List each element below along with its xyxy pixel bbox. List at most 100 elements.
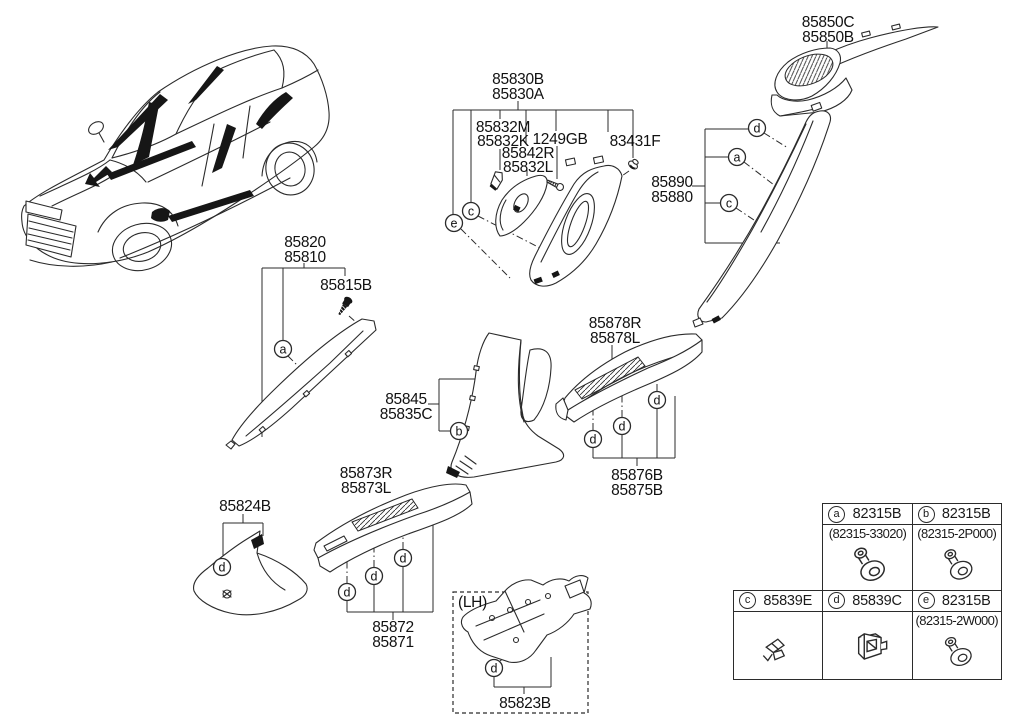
label-85824B[interactable]: 85824B: [219, 498, 271, 515]
push-clip-icon: [944, 548, 973, 580]
legend-code-e: 82315B: [941, 592, 991, 609]
label-85890-85880[interactable]: 85890 85880: [651, 174, 694, 206]
label-1249GB[interactable]: 1249GB: [532, 131, 587, 148]
label-85845-85835C[interactable]: 85845 85835C: [380, 391, 433, 423]
legend-code-a: 82315B: [852, 506, 902, 522]
svg-text:85845: 85845: [385, 391, 427, 408]
svg-text:85832K: 85832K: [477, 133, 530, 150]
svg-text:85850B: 85850B: [802, 29, 854, 46]
callout-d-cowl[interactable]: d: [212, 557, 232, 577]
legend-letter-e: e: [917, 592, 935, 609]
callout-d-front-3[interactable]: d: [393, 548, 413, 568]
car-a-pillar-trim-highlight: [108, 94, 168, 150]
svg-text:85876B: 85876B: [611, 467, 663, 484]
svg-text:85830A: 85830A: [492, 86, 545, 103]
label-83431F[interactable]: 83431F: [610, 133, 661, 150]
trim-clip-icon: [763, 638, 786, 662]
legend-cell-e[interactable]: e 82315B (82315-2W000): [911, 589, 1002, 680]
part-c-pillar-garnish: [770, 23, 939, 117]
callout-d-rear-1[interactable]: d: [583, 429, 603, 449]
svg-text:85873R: 85873R: [340, 465, 393, 482]
label-85832M-85832K[interactable]: 85832M 85832K: [476, 119, 531, 150]
part-b-pillar-lower-trim: [446, 332, 565, 478]
legend-letter-a: a: [828, 505, 845, 523]
part-c-pillar-lower-trim: [692, 101, 832, 328]
svg-text:85835C: 85835C: [380, 406, 433, 423]
legend-code-b: 82315B: [941, 506, 991, 522]
label-85850C-85850B[interactable]: 85850C 85850B: [802, 14, 855, 46]
svg-text:d: d: [754, 122, 761, 136]
legend-sub-e: (82315-2W000): [915, 612, 999, 628]
svg-text:(LH): (LH): [458, 594, 487, 611]
svg-text:c: c: [468, 205, 474, 219]
callout-a-2[interactable]: a: [727, 147, 747, 167]
svg-text:85820: 85820: [284, 234, 326, 251]
label-85823B[interactable]: 85823B: [499, 695, 551, 712]
label-85830B-85830A[interactable]: 85830B 85830A: [492, 71, 545, 103]
part-b-pillar-upper-trim: [489, 155, 639, 287]
svg-text:85875B: 85875B: [611, 482, 663, 499]
legend-letter-d: d: [828, 592, 845, 609]
svg-text:85824B: 85824B: [219, 498, 271, 515]
svg-text:d: d: [344, 586, 351, 600]
label-85815B[interactable]: 85815B: [320, 277, 372, 294]
callout-c-2[interactable]: c: [719, 193, 739, 213]
svg-text:d: d: [400, 552, 407, 566]
svg-text:e: e: [451, 217, 458, 231]
callout-d-rear-2[interactable]: d: [612, 416, 632, 436]
bracket-lines: [222, 41, 828, 694]
callout-c-1[interactable]: c: [461, 201, 481, 221]
part-labels: 85820 85810 85815B 85830B 85830A 85832M …: [219, 14, 854, 712]
part-front-scuff-plate: [313, 483, 473, 573]
svg-text:85810: 85810: [284, 249, 326, 266]
svg-text:d: d: [491, 662, 498, 676]
car-illustration: [21, 45, 330, 272]
callout-d-front-2[interactable]: d: [364, 566, 384, 586]
lh-box-border: [452, 591, 589, 714]
label-85820-85810[interactable]: 85820 85810: [284, 234, 327, 266]
callout-d-front-1[interactable]: d: [337, 582, 357, 602]
part-mounting-bracket-lh: [452, 575, 592, 714]
legend-cell-c[interactable]: c 85839E: [733, 589, 824, 680]
car-direction-arrow: [85, 166, 112, 187]
label-85872-85871[interactable]: 85872 85871: [372, 619, 414, 651]
svg-text:1249GB: 1249GB: [532, 131, 587, 148]
callout-b-1[interactable]: b: [449, 421, 469, 441]
svg-text:85871: 85871: [372, 634, 414, 651]
label-85876B-85875B[interactable]: 85876B 85875B: [611, 467, 663, 499]
part-a-pillar-trim: [225, 318, 377, 450]
callout-a-1[interactable]: a: [273, 339, 293, 359]
svg-text:85832M: 85832M: [476, 119, 530, 136]
label-lh-marker: (LH): [458, 594, 487, 611]
svg-text:85842R: 85842R: [502, 145, 555, 162]
callout-d-rear-3[interactable]: d: [647, 390, 667, 410]
svg-text:85873L: 85873L: [341, 480, 392, 497]
svg-text:b: b: [456, 425, 463, 439]
label-85878R-85878L[interactable]: 85878R 85878L: [589, 315, 642, 347]
svg-text:d: d: [619, 420, 626, 434]
legend-code-d: 85839C: [852, 592, 902, 609]
svg-text:d: d: [371, 570, 378, 584]
callout-d-1[interactable]: d: [747, 118, 767, 138]
legend-letter-b: b: [917, 505, 935, 523]
pin-clip-85815B: [338, 296, 353, 316]
svg-text:d: d: [590, 433, 597, 447]
callout-e-1[interactable]: e: [444, 213, 464, 233]
svg-text:83431F: 83431F: [610, 133, 661, 150]
push-clip-icon: [944, 637, 972, 667]
legend-sub-b: (82315-2P000): [917, 526, 997, 541]
label-85873R-85873L[interactable]: 85873R 85873L: [340, 465, 393, 497]
svg-text:85815B: 85815B: [320, 277, 372, 294]
callout-d-lh[interactable]: d: [484, 658, 504, 678]
legend-cell-a[interactable]: a 82315B (82315-33020): [822, 503, 913, 591]
legend-cell-d[interactable]: d 85839C: [822, 589, 913, 680]
part-cowl-side-trim: [193, 530, 308, 616]
svg-text:85850C: 85850C: [802, 14, 855, 31]
svg-text:85890: 85890: [651, 174, 693, 191]
label-85842R-85832L[interactable]: 85842R 85832L: [502, 145, 555, 176]
legend-sub-a: (82315-33020): [828, 526, 907, 541]
svg-text:a: a: [280, 343, 287, 357]
legend-cell-b[interactable]: b 82315B (82315-2P000): [911, 503, 1002, 591]
part-rear-scuff-plate: [555, 333, 703, 423]
